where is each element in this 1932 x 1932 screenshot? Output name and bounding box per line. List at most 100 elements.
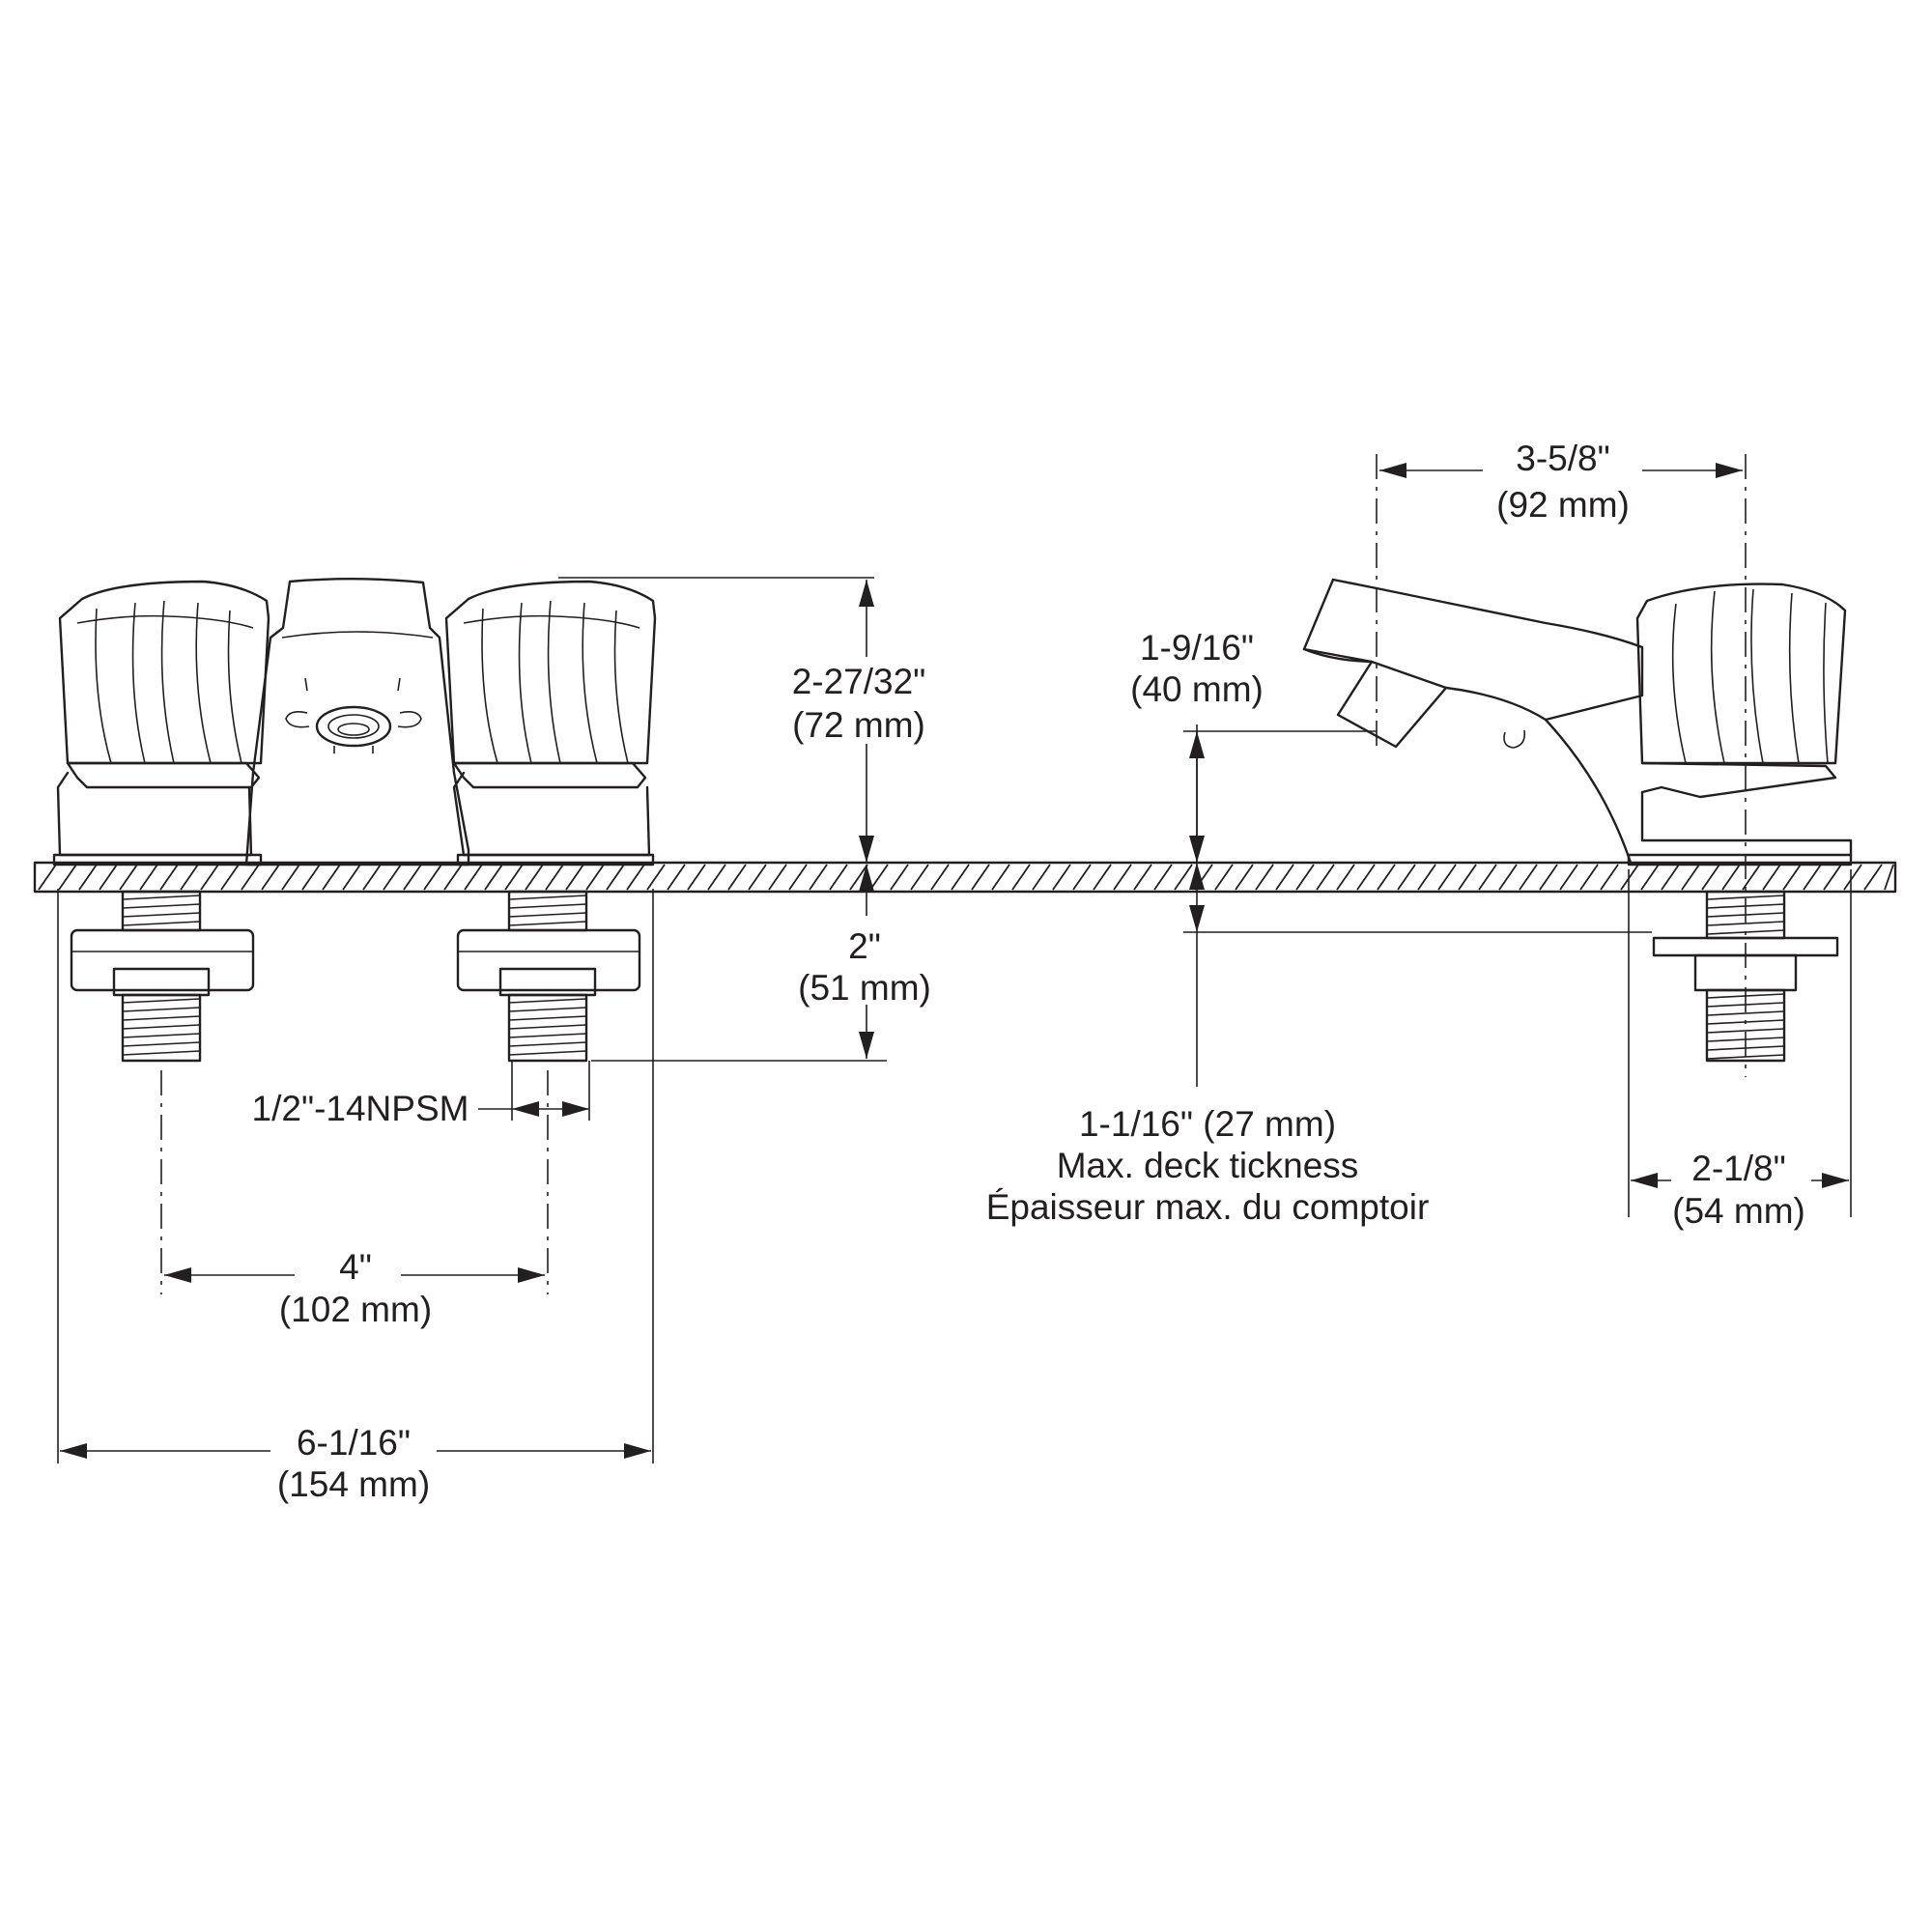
thread-line <box>122 921 201 926</box>
thread-line <box>508 1050 587 1056</box>
hatch-line <box>261 864 280 891</box>
hatch-line <box>1498 864 1518 891</box>
hatch-line <box>910 864 929 891</box>
thread-line <box>122 1050 201 1056</box>
hatch-line <box>1620 864 1639 891</box>
hatch-line <box>301 864 321 891</box>
hatch-line <box>626 864 645 891</box>
hatch-line <box>1316 864 1335 891</box>
hatch-line <box>1235 864 1254 891</box>
hatch-line <box>707 864 726 891</box>
right-handle-front <box>444 580 657 867</box>
hatch-line <box>748 864 767 891</box>
base-depth-metric-label: (54 mm) <box>1672 1191 1805 1231</box>
hatch-line <box>606 864 625 891</box>
hatch-line <box>1437 864 1457 891</box>
center-spacing-imperial-label: 4" <box>339 1247 372 1287</box>
hatch-line <box>1742 864 1761 891</box>
hatch-line <box>1803 864 1822 891</box>
hatch-line <box>809 864 828 891</box>
hatch-line <box>768 864 787 891</box>
handle-height-imperial-label: 2-27/32" <box>792 662 926 701</box>
thread-line <box>508 921 587 926</box>
hatch-line <box>1336 864 1355 891</box>
hatch-line <box>423 864 442 891</box>
thread-line <box>1706 1010 1785 1016</box>
thread-line <box>508 903 587 909</box>
thread-line <box>122 1007 201 1012</box>
hatch-line <box>362 864 382 891</box>
hatch-line <box>281 864 300 891</box>
hatch-line <box>951 864 970 891</box>
hatch-line <box>1519 864 1538 891</box>
hatch-line <box>1640 864 1660 891</box>
hatch-line <box>464 864 483 891</box>
hatch-line <box>1356 864 1376 891</box>
hatch-line <box>525 864 544 891</box>
hatch-line <box>1843 864 1862 891</box>
hatch-line <box>220 864 240 891</box>
hatch-line <box>1052 864 1071 891</box>
thread-line <box>1706 895 1785 900</box>
hatch-line <box>1295 864 1315 891</box>
deck-thickness-english-label: Max. deck tickness <box>1057 1146 1359 1185</box>
hatch-line <box>1417 864 1436 891</box>
hatch-line <box>829 864 848 891</box>
spout-height-metric-label: (40 mm) <box>1130 669 1264 709</box>
hatch-line <box>1823 864 1842 891</box>
base-depth-imperial-label: 2-1/8" <box>1691 1149 1785 1188</box>
hatch-line <box>484 864 503 891</box>
hatch-line <box>1661 864 1680 891</box>
hatch-line <box>1153 864 1173 891</box>
thread-line <box>122 1041 201 1047</box>
hatch-line <box>930 864 950 891</box>
hatch-line <box>322 864 341 891</box>
thread-line <box>508 1033 587 1038</box>
hatch-line <box>1174 864 1193 891</box>
deck-hatching <box>38 864 1894 891</box>
thread-line <box>122 1015 201 1021</box>
hatch-line <box>180 864 199 891</box>
right-shank <box>456 890 641 1063</box>
hatch-line <box>565 864 584 891</box>
hatch-line <box>383 864 402 891</box>
hatch-line <box>119 864 138 891</box>
hatch-line <box>1539 864 1558 891</box>
hatch-line <box>1113 864 1132 891</box>
deck-thickness-french-label: Épaisseur max. du comptoir <box>986 1187 1430 1227</box>
hatch-line <box>1884 864 1894 891</box>
hatch-line <box>159 864 179 891</box>
hatch-line <box>1782 864 1802 891</box>
hatch-line <box>727 864 747 891</box>
hatch-line <box>1011 864 1031 891</box>
thread-line <box>508 1041 587 1047</box>
hatch-line <box>1478 864 1497 891</box>
hatch-line <box>241 864 260 891</box>
countertop-deck <box>33 861 1897 894</box>
hatch-line <box>1458 864 1477 891</box>
hatch-line <box>200 864 219 891</box>
hatch-line <box>1579 864 1599 891</box>
thread-line <box>122 1024 201 1030</box>
side-view <box>1302 578 1853 1063</box>
hatch-line <box>504 864 524 891</box>
hatch-line <box>667 864 686 891</box>
hatch-line <box>78 864 98 891</box>
thread-spec-label: 1/2"-14NPSM <box>252 1089 469 1128</box>
thread-line <box>1706 1028 1785 1034</box>
hatch-line <box>99 864 118 891</box>
hatch-line <box>1863 864 1883 891</box>
thread-line <box>122 998 201 1004</box>
handle-height-metric-label: (72 mm) <box>792 705 925 745</box>
hatch-line <box>1701 864 1720 891</box>
thread-line <box>122 912 201 918</box>
hatch-line <box>1133 864 1152 891</box>
dimension-lines <box>60 463 1849 1459</box>
hatch-line <box>1559 864 1578 891</box>
hatch-line <box>687 864 706 891</box>
hatch-line <box>58 864 77 891</box>
hatch-line <box>545 864 564 891</box>
hatch-line <box>139 864 158 891</box>
spout-reach-metric-label: (92 mm) <box>1496 485 1630 525</box>
